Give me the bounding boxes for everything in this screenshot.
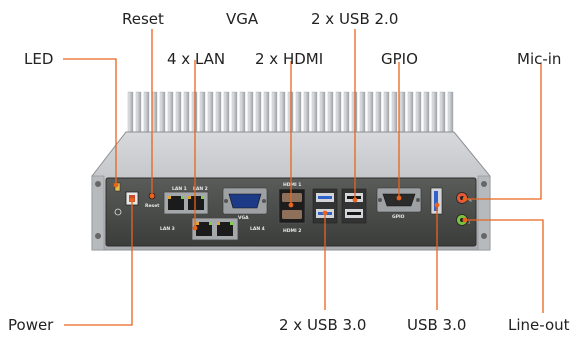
heatsink-fin [231, 91, 238, 137]
heatsink-fin [151, 91, 158, 137]
callout-gpio: GPIO [381, 50, 418, 68]
heatsink-fin [239, 91, 246, 137]
heatsink-fin [135, 91, 142, 137]
panel-label-lan3: LAN 3 [160, 226, 175, 232]
heatsink-fin [359, 91, 366, 137]
callout-micin: Mic-in [517, 50, 562, 68]
screw-icon [481, 233, 487, 239]
usb20-dual-ports [341, 188, 367, 224]
heatsink-fin [367, 91, 374, 137]
heatsink-fin [255, 91, 262, 137]
heatsink-fin [263, 91, 270, 137]
panel-label-lan4: LAN 4 [250, 226, 265, 232]
callout-power: Power [8, 316, 54, 334]
callout-usb20: 2 x USB 2.0 [311, 10, 399, 28]
right-flange [477, 175, 491, 251]
lan-port-2[interactable] [188, 196, 204, 210]
screw-icon [481, 181, 487, 187]
screw-icon [95, 181, 101, 187]
power-symbol-icon [114, 208, 122, 216]
leader-dots [113, 182, 468, 231]
panel-label-lan1: LAN 1 [172, 186, 187, 192]
heatsink-fin [391, 91, 398, 137]
lan-port-3[interactable] [196, 222, 212, 236]
mic-icon: ✎ [468, 198, 472, 204]
panel-label-vga: VGA [238, 215, 249, 221]
heatsink-fin [303, 91, 310, 137]
speaker-icon: ♪ [468, 220, 471, 226]
panel-label-hdmi2: HDMI 2 [283, 228, 301, 234]
heatsink-fin [223, 91, 230, 137]
leader-lines [63, 29, 544, 326]
panel-label-reset: Reset [145, 203, 160, 209]
heatsink-fin [207, 91, 214, 137]
heatsink-fin [271, 91, 278, 137]
callout-lan: 4 x LAN [167, 50, 226, 68]
heatsink-fin [415, 91, 422, 137]
panel-label-hdmi1: HDMI 1 [283, 182, 301, 188]
callout-led: LED [24, 50, 54, 68]
hdmi-port-1[interactable] [282, 193, 302, 202]
heatsink-fin [327, 91, 334, 137]
callout-reset: Reset [122, 10, 164, 28]
heatsink-fin [423, 91, 430, 137]
callout-lineout: Line-out [508, 316, 570, 334]
callout-usb30x2: 2 x USB 3.0 [279, 316, 367, 334]
lan-port-4[interactable] [217, 222, 233, 236]
heatsink-fin [127, 91, 134, 137]
hdmi-port-2[interactable] [282, 210, 302, 219]
heatsink-fin [247, 91, 254, 137]
heatsink-fin [343, 91, 350, 137]
heatsink-fin [439, 91, 446, 137]
heatsink-fin [199, 91, 206, 137]
callout-vga: VGA [226, 10, 259, 28]
heatsink-fin [175, 91, 182, 137]
lan-ports: LAN 1 LAN 2 LAN 3 LAN 4 [160, 186, 265, 241]
leader-micin [465, 63, 542, 200]
heatsink-fin [167, 91, 174, 137]
panel-label-lan2: LAN 2 [193, 186, 208, 192]
lan-port-1[interactable] [168, 196, 184, 210]
leader-lineout [465, 219, 544, 313]
heatsink-fin [295, 91, 302, 137]
heatsink-fin [407, 91, 414, 137]
screw-icon [95, 233, 101, 239]
heatsink-fin [311, 91, 318, 137]
leader-power [64, 200, 133, 326]
heatsink-fin [447, 91, 454, 137]
heatsink-fin [335, 91, 342, 137]
leader-led [63, 58, 117, 185]
panel-label-gpio: GPIO [392, 214, 405, 220]
heatsink-fin [399, 91, 406, 137]
heatsink-fin [375, 91, 382, 137]
heatsink-fin [159, 91, 166, 137]
heatsink-fin [279, 91, 286, 137]
heatsink-fin [431, 91, 438, 137]
callout-usb30: USB 3.0 [407, 316, 467, 334]
callout-hdmi: 2 x HDMI [255, 50, 324, 68]
heatsink-fin [183, 91, 190, 137]
heatsink-fin [383, 91, 390, 137]
heatsink-fin [319, 91, 326, 137]
heatsink-fin [143, 91, 150, 137]
heatsink-fin [215, 91, 222, 137]
left-flange [91, 175, 105, 251]
vga-port[interactable] [222, 187, 268, 215]
